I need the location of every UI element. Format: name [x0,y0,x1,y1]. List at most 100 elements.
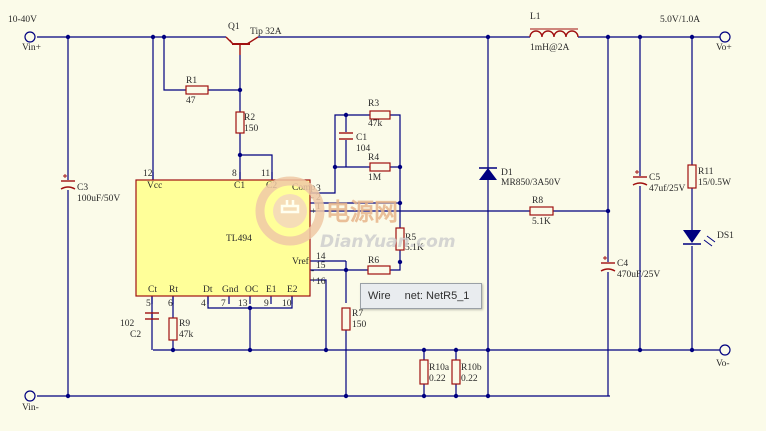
vin-voltage-label: 10-40V [8,15,37,25]
r8-value: 5.1K [532,217,551,227]
c5-value: 47uf/25V [649,183,686,194]
r9-ref: R9 [179,319,190,329]
resistor-r1[interactable] [185,85,209,95]
vout-spec-label: 5.0V/1.0A [660,15,700,25]
pin-num-15: 15 [316,261,326,271]
c3-ref: C3 [77,183,88,193]
r10b-ref: R10b [461,363,482,373]
diode-d1[interactable] [479,167,497,180]
inductor-l1[interactable] [529,28,579,38]
capacitor-c4[interactable] [600,256,616,272]
pin-label-vcc: Vcc [147,181,162,191]
transistor-q1[interactable] [225,36,259,55]
r10b-value: 0.22 [461,374,478,384]
resistor-r6[interactable] [367,265,391,275]
pin-num-10: 10 [282,299,292,309]
capacitor-c5[interactable] [632,170,648,186]
r4-ref: R4 [368,153,379,163]
pin-num-8: 8 [232,169,237,179]
resistor-r3[interactable] [369,110,391,120]
capacitor-c2[interactable] [145,312,159,320]
l1-value: 1mH@2A [530,43,569,53]
pin-label-e1: E1 [266,285,277,295]
resistor-r8[interactable] [529,206,554,216]
pin-label-rt: Rt [169,285,178,295]
capacitor-c1[interactable] [339,132,353,140]
resistor-r7[interactable] [341,307,351,331]
pin-label-oc: OC [245,285,258,295]
led-ds1[interactable] [683,230,716,247]
r7-ref: R7 [352,309,363,319]
tooltip-net: net: NetR5_1 [404,290,470,302]
r3-value: 47k [368,119,383,129]
r5-value: 5.1K [405,243,424,253]
r9-value: 47k [179,330,194,340]
pin-num-3: 3 [316,184,321,194]
tooltip-kind: Wire [368,290,391,302]
pin-label-e2: E2 [287,285,298,295]
resistor-r5[interactable] [395,227,405,251]
c2-value: 102 [120,319,135,329]
vin-plus-label: Vin+ [22,43,41,53]
pin-num-11: 11 [261,169,270,179]
terminal-vo-minus[interactable]: Vo- [716,344,731,369]
pin-label-c1: C1 [234,181,245,191]
resistor-r2[interactable] [235,111,245,134]
pin-num-13: 13 [238,299,248,309]
r5-ref: R5 [405,233,416,243]
c1-value: 104 [356,144,371,154]
terminal-vo-plus[interactable]: 5.0V/1.0A Vo+ [660,15,732,53]
r10a-ref: R10a [429,363,450,373]
c4-ref: C4 [617,259,628,269]
resistor-r10a[interactable] [419,359,429,385]
q1-ref: Q1 [228,22,240,32]
ic-name: TL494 [226,234,252,244]
resistor-r10b[interactable] [451,359,461,385]
pin-num-9: 9 [264,299,269,309]
c4-value: 470uF/25V [617,270,660,280]
q1-value: Tip 32A [250,27,282,37]
svg-text:-: - [311,266,314,276]
watermark-cn: 电源网 [326,198,398,226]
vo-minus-label: Vo- [716,359,730,369]
capacitor-c3[interactable] [60,174,76,190]
watermark: 电源网 DianYuan.com [255,176,456,252]
pin-label-gnd: Gnd [222,285,239,295]
r11-ref: R11 [698,167,714,177]
pin-num-16: 16 [316,277,326,287]
r11-value: 15/0.5W [698,178,731,188]
resistor-r11[interactable] [687,164,697,189]
c5-ref: C5 [649,173,660,183]
pin-num-14: 14 [316,252,326,262]
pin-num-7: 7 [221,299,226,309]
pin-num-4: 4 [201,299,206,309]
terminal-vin-minus[interactable]: Vin- [22,390,39,413]
wire-tooltip: Wire net: NetR5_1 [360,283,482,309]
pin-num-12: 12 [143,169,153,179]
resistor-r9[interactable] [168,317,178,341]
d1-ref: D1 [501,168,513,178]
d1-value: MR850/3A50V [501,178,561,188]
vo-plus-label: Vo+ [716,43,732,53]
svg-text:+: + [311,207,316,217]
terminal-vin-plus[interactable]: 10-40V Vin+ [8,15,41,53]
c2-ref: C2 [130,330,141,340]
svg-text:+: + [311,276,316,286]
watermark-en: DianYuan.com [320,232,456,252]
pin-num-5: 5 [146,299,151,309]
resistor-r4[interactable] [369,162,391,172]
l1-ref: L1 [530,12,541,22]
c3-value: 100uF/50V [77,194,120,204]
r4-value: 1M [368,173,382,183]
pin-label-vref: Vref [292,256,310,267]
c1-ref: C1 [356,133,367,143]
r6-ref: R6 [368,256,379,266]
r10a-value: 0.22 [429,374,446,384]
r1-ref: R1 [186,76,197,86]
pin-num-6: 6 [168,299,173,309]
pin-label-dt: Dt [203,285,213,295]
r2-value: 150 [244,124,259,134]
r8-ref: R8 [532,196,543,206]
